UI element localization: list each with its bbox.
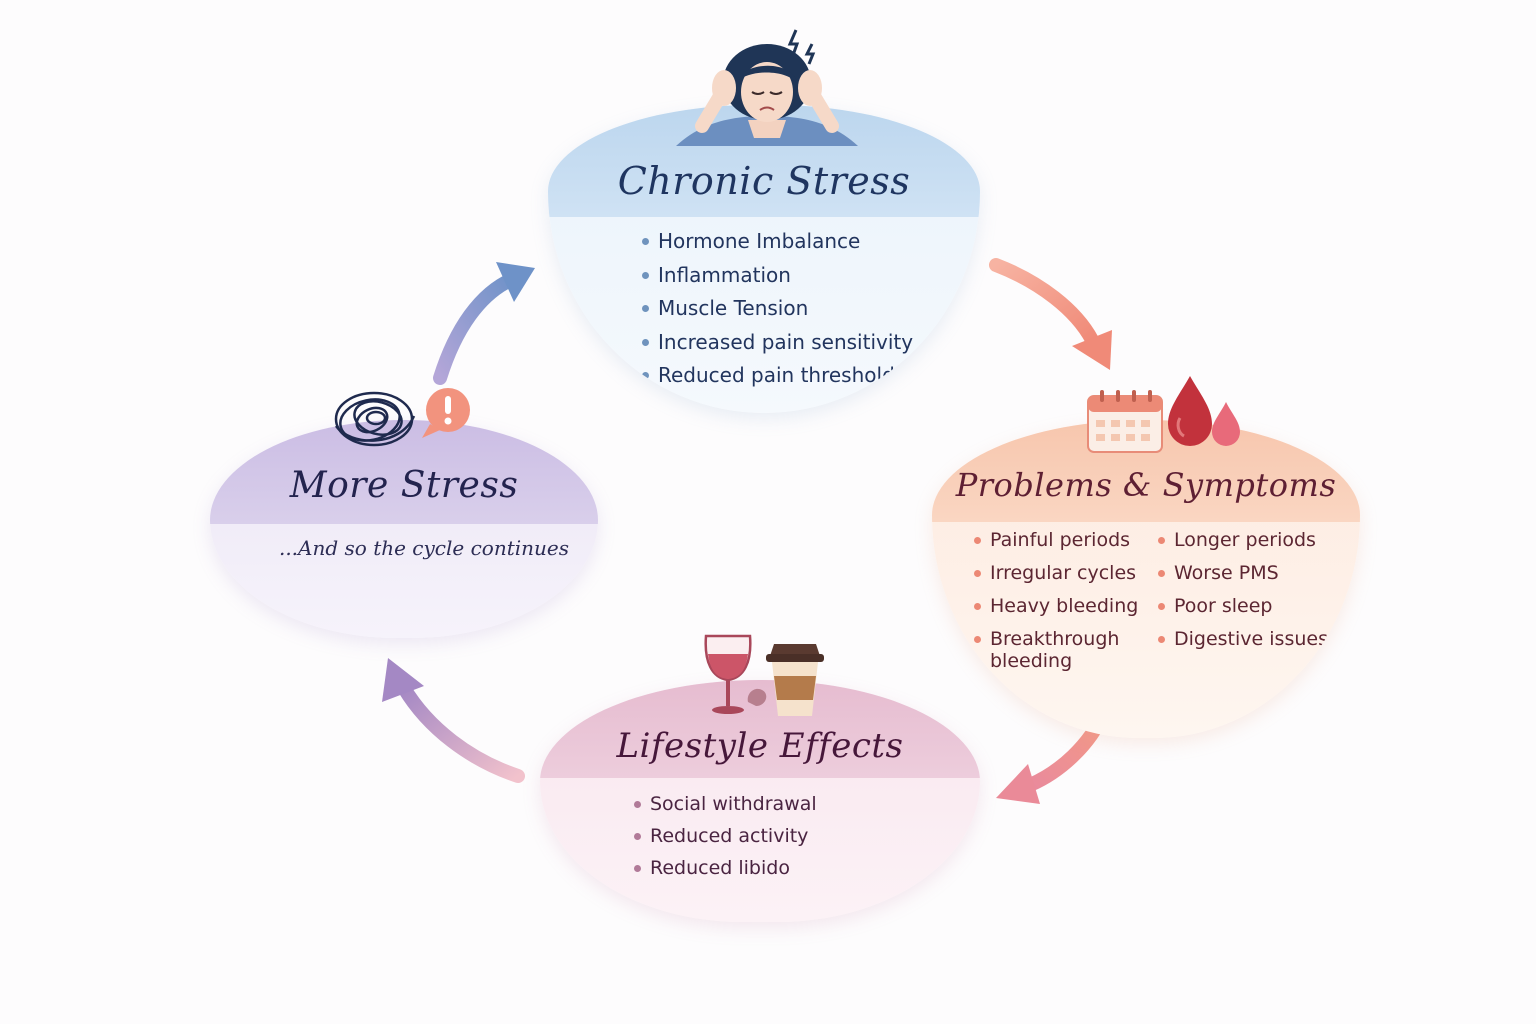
list-item: Heavy bleeding xyxy=(972,590,1138,623)
list-item: Hormone Imbalance xyxy=(640,225,913,259)
list-item: Painful periods xyxy=(972,524,1138,557)
calendar-icon xyxy=(1087,390,1163,453)
list-item: Poor sleep xyxy=(1156,590,1328,623)
problems-list-left: Painful periods Irregular cycles Heavy b… xyxy=(972,524,1138,672)
lifestyle-title: Lifestyle Effects xyxy=(616,726,904,766)
node-more-stress: More Stress ...And so the cycle continue… xyxy=(210,420,598,638)
lifestyle-list: Social withdrawal Reduced activity Reduc… xyxy=(632,788,817,884)
list-item: Worse PMS xyxy=(1156,557,1328,590)
list-item: Increased pain sensitivity xyxy=(640,326,913,360)
alert-bubble-icon xyxy=(422,388,470,438)
more-stress-title: More Stress xyxy=(289,464,519,506)
pebble-icon xyxy=(747,688,767,706)
stressed-woman-icon xyxy=(676,29,858,146)
more-stress-subtitle: ...And so the cycle continues xyxy=(278,536,570,560)
coffee-cup-icon xyxy=(766,644,824,716)
problems-list-right: Longer periods Worse PMS Poor sleep Dige… xyxy=(1156,524,1328,656)
list-item: Reduced activity xyxy=(632,820,817,852)
list-item: Reduced pain thresholds xyxy=(640,359,913,393)
list-item: Social withdrawal xyxy=(632,788,817,820)
list-item: Irregular cycles xyxy=(972,557,1138,590)
list-item: Longer periods xyxy=(1156,524,1328,557)
chronic-stress-title: Chronic Stress xyxy=(617,159,911,203)
more-stress-header: More Stress xyxy=(210,420,598,524)
list-item: Muscle Tension xyxy=(640,292,913,326)
node-lifestyle-effects: Lifestyle Effects Social withdrawal Redu… xyxy=(540,680,980,922)
list-item: Reduced libido xyxy=(632,852,817,884)
wine-glass-icon xyxy=(704,634,752,714)
chronic-stress-list: Hormone Imbalance Inflammation Muscle Te… xyxy=(640,225,913,393)
list-item: Breakthrough bleeding xyxy=(972,623,1119,672)
blood-drop-icon xyxy=(1168,376,1240,446)
problems-title: Problems & Symptoms xyxy=(955,466,1337,504)
tangled-scribble-icon xyxy=(334,391,416,447)
list-item: Digestive issues xyxy=(1156,623,1328,656)
list-item: Inflammation xyxy=(640,259,913,293)
